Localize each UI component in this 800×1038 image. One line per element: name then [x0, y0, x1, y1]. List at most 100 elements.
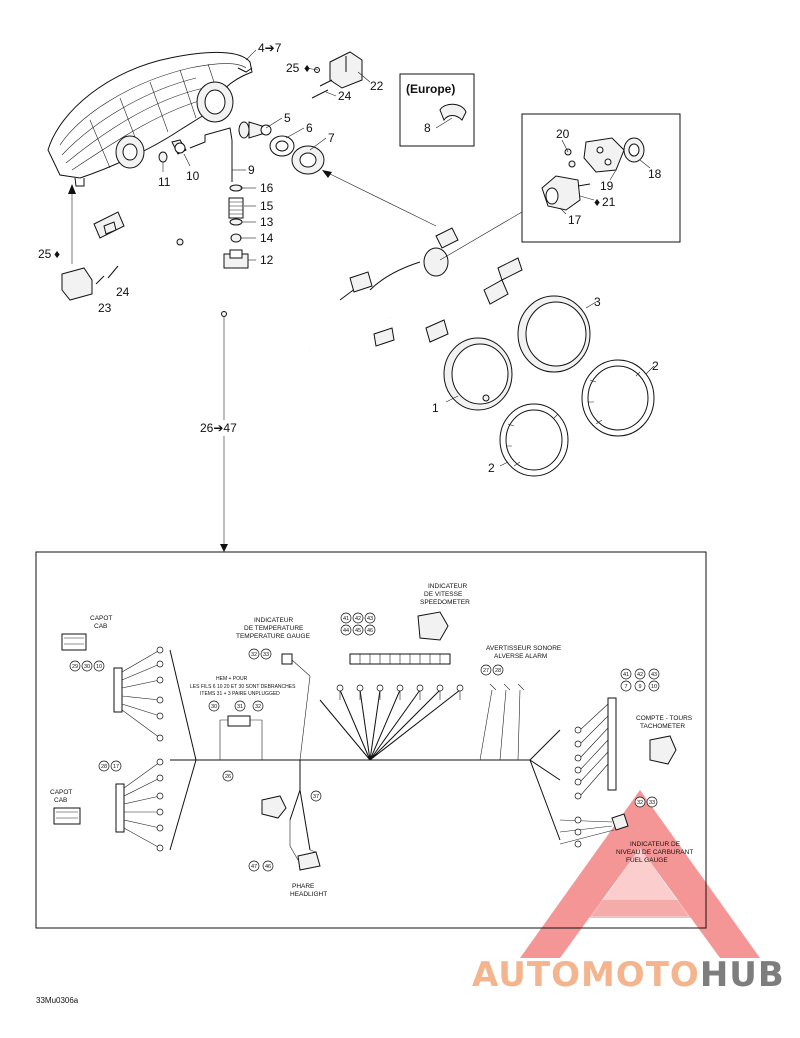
callout-17: 17 [568, 213, 582, 227]
num-27: 27 [483, 668, 489, 674]
num-9-tacho: 9 [638, 684, 641, 690]
num-42: 42 [355, 616, 361, 622]
callout-8: 8 [424, 121, 431, 135]
callout-21: 21 [602, 195, 616, 209]
plug-note-3: ITEMS 31 + 3 PAIRE UNPLUGGED [200, 691, 280, 697]
temp-gauge-fr: INDICATEUR [254, 617, 294, 624]
num-26: 26 [225, 774, 231, 780]
speedo-fr2: DE VITESSE [424, 591, 463, 598]
callout-26-47: 26➔47 [200, 421, 237, 435]
plug-note-2: LES FILS 6 10 20 ET 30 SONT DEBRANCHES [190, 684, 296, 690]
europe-inset-box [399, 73, 475, 147]
watermark-triangle-logo [520, 790, 760, 958]
callout-15: 15 [260, 199, 274, 213]
bracket-part-22 [311, 51, 363, 99]
callout-14: 14 [260, 231, 274, 245]
wiring-harness [93, 207, 523, 352]
callout-1: 1 [432, 401, 439, 415]
num-32-fuel: 32 [637, 800, 643, 806]
tacho-en: TACHOMETER [640, 723, 685, 730]
num-31: 31 [237, 704, 243, 710]
fuel-gauge-en: FUEL GAUGE [626, 857, 668, 864]
callout-22: 22 [370, 79, 384, 93]
fuel-gauge-fr: INDICATEUR DE [630, 841, 681, 848]
callout-2-right: 2 [652, 359, 659, 373]
fuel-gauge-fr2: NIVEAU DE CARBURANT [616, 849, 693, 856]
speedo-en: SPEEDOMETER [420, 599, 470, 606]
num-30-plug: 30 [211, 704, 217, 710]
alarm-en: ALVERSE ALARM [494, 653, 547, 660]
num-41-tacho: 41 [623, 672, 629, 678]
bezel-ring-2-right [581, 359, 655, 437]
num-47: 47 [251, 864, 257, 870]
drop-icon: ♦ [54, 247, 60, 261]
num-29: 29 [72, 664, 78, 670]
capot-top-fr: CAPOT [90, 615, 112, 622]
num-43: 43 [367, 616, 373, 622]
num-46-headlight: 46 [265, 864, 271, 870]
callout-23: 23 [98, 301, 112, 315]
callout-12: 12 [260, 253, 274, 267]
drop-icon: ♦ [304, 61, 310, 75]
callout-13: 13 [260, 215, 274, 229]
alarm-fr: AVERTISSEUR SONORE [486, 645, 562, 652]
num-46: 46 [367, 628, 373, 634]
callout-2-bottom: 2 [488, 461, 495, 475]
callout-5: 5 [284, 111, 291, 125]
bezel-ring-2-bottom [499, 403, 569, 477]
speedo-fr: INDICATEUR [428, 583, 468, 590]
capot-bottom-en: CAB [54, 797, 67, 804]
callout-24-top: 24 [338, 89, 352, 103]
wiring-schematic: CAPOT CAB 29 30 10 CAPOT CAB 28 17 INDIC… [35, 551, 707, 929]
num-44: 44 [343, 628, 349, 634]
callout-18: 18 [648, 167, 662, 181]
plug-note-1: HEM + POUR [216, 676, 248, 682]
callout-3: 3 [594, 295, 601, 309]
headlamp-assembly [47, 51, 325, 269]
num-17: 17 [113, 764, 119, 770]
num-33: 33 [263, 652, 269, 658]
headlight-en: HEADLIGHT [290, 891, 327, 898]
temp-gauge-fr2: DE TEMPERATURE [244, 625, 304, 632]
num-41: 41 [343, 616, 349, 622]
num-28: 28 [101, 764, 107, 770]
callout-9: 9 [248, 163, 255, 177]
callout-20: 20 [556, 127, 570, 141]
gauge-1 [443, 337, 513, 411]
num-42-tacho: 42 [637, 672, 643, 678]
temp-gauge-en: TEMPERATURE GAUGE [236, 633, 311, 640]
num-28-alarm: 28 [495, 668, 501, 674]
gauge-3 [517, 295, 591, 373]
num-32-plug: 32 [255, 704, 261, 710]
capot-bottom-fr: CAPOT [50, 789, 72, 796]
callout-4-7: 4➔7 [258, 41, 282, 55]
logo-part-1: AUTOMOTO [472, 955, 700, 995]
num-37: 37 [313, 794, 319, 800]
tacho-fr: COMPTE - TOURS [636, 715, 693, 722]
europe-label: (Europe) [406, 82, 455, 96]
num-33-fuel: 33 [649, 800, 655, 806]
callout-6: 6 [306, 121, 313, 135]
diagram-code: 33Mu0306a [36, 996, 79, 1005]
num-32: 32 [251, 652, 257, 658]
headlight-fr: PHARE [292, 883, 315, 890]
num-43-tacho: 43 [651, 672, 657, 678]
callout-16: 16 [260, 181, 274, 195]
logo-part-2: HUB [699, 955, 785, 995]
callout-labels: 4➔7 5 6 7 9 10 11 16 15 13 14 12 25 ♦ 22… [38, 41, 662, 475]
callout-19: 19 [600, 179, 614, 193]
automotohub-logo: AUTOMOTOHUB [472, 955, 785, 995]
num-10-tacho: 10 [651, 684, 657, 690]
num-10: 10 [96, 664, 102, 670]
drop-icon: ♦ [594, 195, 600, 209]
leader-lines [61, 49, 655, 552]
callout-24-left: 24 [116, 285, 130, 299]
callout-10: 10 [186, 169, 200, 183]
num-7-tacho: 7 [624, 684, 627, 690]
num-30: 30 [84, 664, 90, 670]
callout-11: 11 [158, 175, 171, 189]
callout-25-left: 25 [38, 247, 52, 261]
callout-7: 7 [328, 131, 335, 145]
num-45: 45 [355, 628, 361, 634]
